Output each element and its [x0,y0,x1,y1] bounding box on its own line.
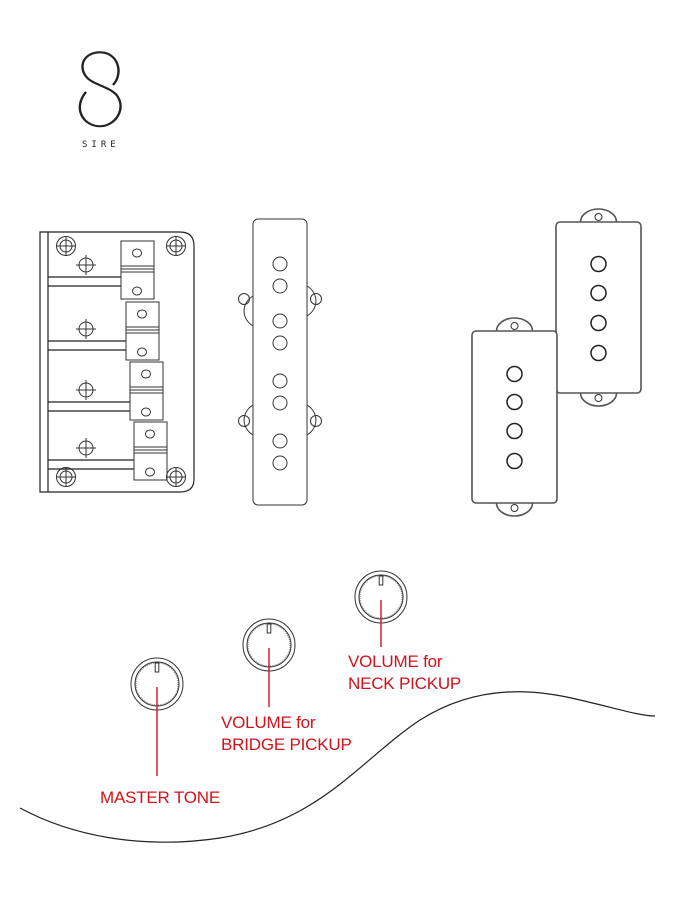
screw-icon [76,380,96,400]
pole-piece [590,344,607,362]
pole-piece [506,422,523,440]
screw-icon [166,467,186,487]
mount-tab [579,208,618,223]
pole-piece [272,455,288,471]
body-contour [19,691,656,843]
pole-piece [590,284,607,302]
screw-icon [56,236,76,256]
knob-knurl [247,623,291,667]
bridge-saddle [125,301,160,361]
volume-neck-label-line-1: VOLUME for [348,652,443,671]
volume-bridge-label-line-1: VOLUME for [221,713,316,732]
screw-icon [76,319,96,339]
bridge-saddle [129,361,164,421]
screw-icon [166,236,186,256]
knob-knurl [135,662,179,706]
mount-screw [594,213,603,221]
mount-tab [495,502,534,517]
pole-piece [590,314,607,332]
knob-pointer [266,623,272,634]
bridge-saddle [120,240,155,300]
mount-screw [510,504,519,512]
bridge-pickup-diagram [238,218,322,506]
volume-bridge-label-line-2: BRIDGE PICKUP [221,735,352,754]
pole-piece [506,393,523,411]
volume-bridge-label: VOLUME for BRIDGE PICKUP [221,712,352,756]
volume-neck-knob [354,570,408,647]
screw-icon [76,438,96,458]
volume-bridge-knob [242,618,296,707]
mount-screw [594,394,603,402]
pole-piece [272,395,288,411]
coil-cover [555,221,642,394]
knob-pointer [378,575,384,586]
master-tone-knob [130,657,184,776]
knob-knurl [359,575,403,619]
pole-piece [590,255,607,273]
pole-piece [272,313,288,329]
neck-pickup-diagram [471,208,642,517]
screw-icon [76,255,96,275]
pole-piece [506,365,523,383]
screw-icon [56,467,76,487]
volume-neck-label: VOLUME for NECK PICKUP [348,651,461,695]
knob-pointer [154,662,160,673]
volume-neck-label-line-2: NECK PICKUP [348,674,462,693]
coil-cover [471,330,558,504]
pole-piece [272,373,288,389]
master-tone-label: MASTER TONE [100,787,220,809]
bridge-saddle [133,421,168,481]
mount-screw [510,322,519,330]
pickup-coil [471,317,558,517]
mount-tab [495,317,534,332]
pickup-coil [555,208,642,407]
pole-piece [272,335,288,351]
mount-tab [579,392,618,407]
sire-logo-icon [78,51,122,128]
pole-piece [506,452,523,470]
master-tone-label-line-1: MASTER TONE [100,788,220,807]
brand-text: SIRE [82,140,120,150]
pole-piece [272,256,288,272]
bridge-diagram [39,231,195,493]
pole-piece [272,278,288,294]
pole-piece [272,433,288,449]
